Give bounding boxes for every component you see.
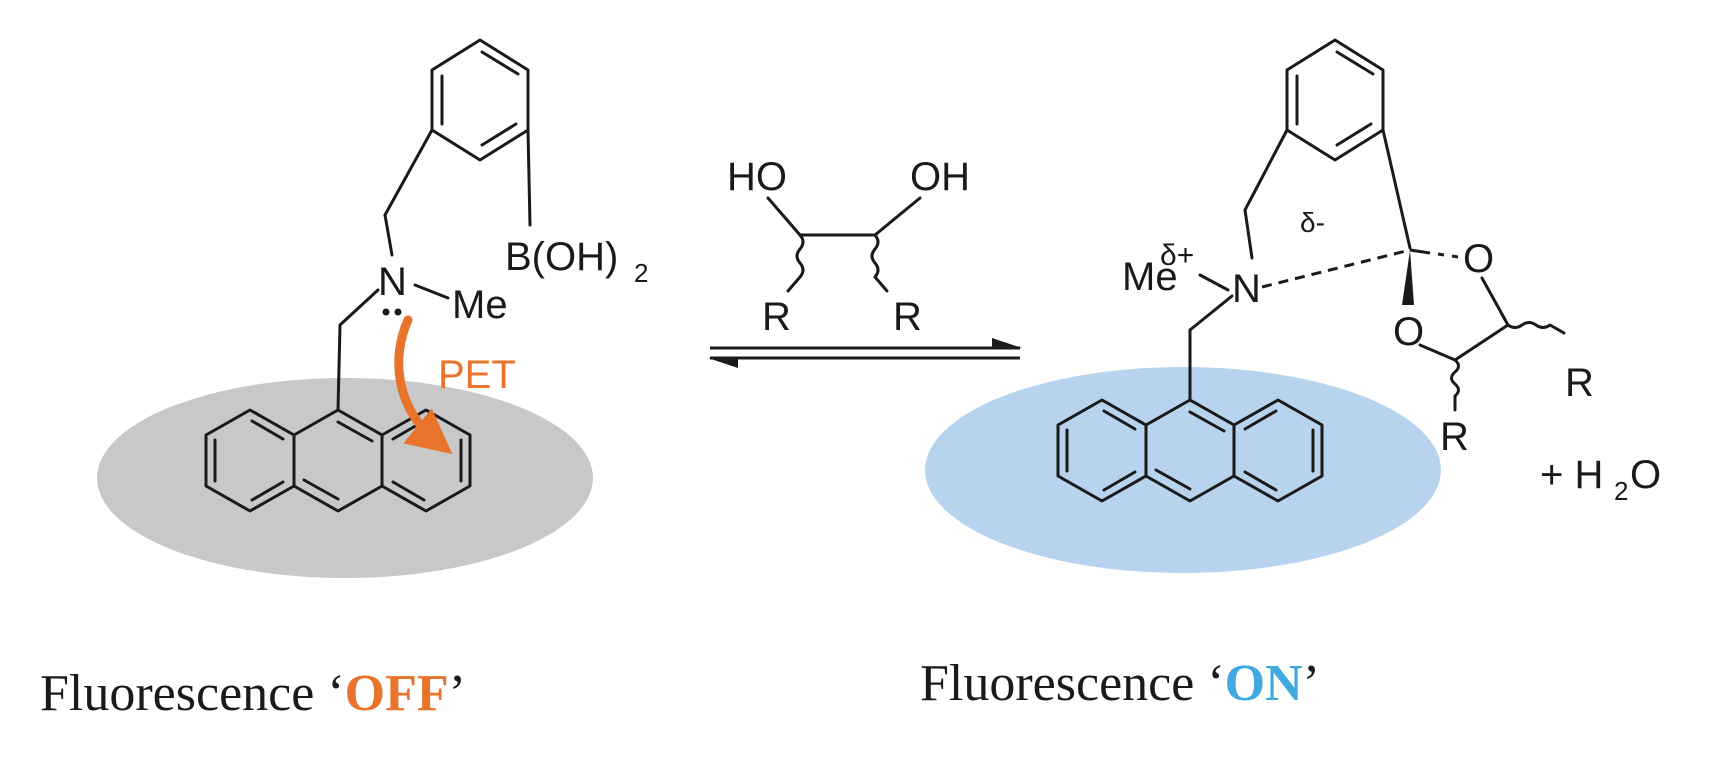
equilibrium-arrows [708, 338, 1022, 368]
reagent-wavy-bond [786, 233, 805, 293]
pet-arrow [394, 315, 453, 455]
reagent-wavy-bond [870, 233, 889, 293]
left-nitrogen: N [378, 260, 407, 304]
caption-on-suffix: ’ [1303, 655, 1320, 712]
right-benzene-ring [1285, 38, 1385, 162]
left-n-ch2-bond [338, 288, 380, 327]
reagent-bond [766, 196, 802, 237]
right-molecule: Me δ+ N δ- O O R R + H 2 O [925, 38, 1661, 573]
left-benzene-ring [430, 38, 530, 162]
caption-on-state: ON [1225, 655, 1303, 712]
left-molecule: B(OH) 2 N Me PET [97, 38, 648, 578]
left-ch2-anthracene-bond [336, 323, 342, 412]
reagent-hydroxyl-right: OH [910, 155, 970, 199]
water-prefix: + H [1540, 453, 1603, 497]
caption-on-prefix: Fluorescence ‘ [920, 655, 1225, 712]
left-benzyl-bond [383, 128, 434, 217]
right-delta-minus: δ- [1300, 207, 1325, 238]
right-wavy-bond [1450, 358, 1460, 412]
lone-pair-dot [394, 308, 402, 316]
reagent-r-right: R [893, 295, 922, 339]
left-c-b-bond [526, 128, 532, 227]
right-r-right: R [1565, 361, 1594, 405]
right-oxygen-bottom: O [1393, 310, 1424, 354]
right-delta-plus: δ+ [1160, 239, 1194, 272]
dioxaborolane-ring: O O [1393, 237, 1510, 362]
right-r-bottom: R [1440, 415, 1469, 459]
reagent-hydroxyl-left: HO [727, 155, 787, 199]
left-boron-group: B(OH) [505, 235, 618, 279]
left-benzyl-n-bond [383, 213, 394, 257]
on-fluorophore-highlight [925, 367, 1441, 573]
caption-off-prefix: Fluorescence ‘ [40, 665, 345, 722]
left-boron-subscript: 2 [634, 258, 648, 288]
right-anthracene [1056, 398, 1324, 503]
left-methyl: Me [452, 283, 508, 327]
right-benzyl-bond [1243, 128, 1289, 212]
off-fluorophore-highlight [97, 378, 593, 578]
lone-pair-dot [382, 308, 390, 316]
caption-off-state: OFF [345, 665, 449, 722]
right-c-b-bond [1381, 128, 1412, 250]
water-suffix: O [1630, 453, 1661, 497]
right-n-ch2-bond [1188, 294, 1234, 332]
caption-off: Fluorescence ‘OFF’ [40, 665, 466, 722]
right-benzyl-n-bond [1243, 208, 1254, 260]
right-me-n-bond [1198, 273, 1230, 292]
caption-on: Fluorescence ‘ON’ [920, 655, 1320, 712]
right-nitrogen: N [1232, 267, 1261, 311]
left-n-me-bond [413, 283, 450, 300]
reagent-r-left: R [762, 295, 791, 339]
right-methyl: Me [1122, 255, 1178, 299]
right-wavy-bond [1506, 321, 1566, 335]
reagent-bond [873, 196, 922, 237]
water-subscript: 2 [1614, 476, 1628, 506]
right-oxygen-top: O [1463, 237, 1494, 281]
pet-label: PET [438, 353, 516, 397]
n-b-dative-bond [1261, 248, 1411, 289]
caption-off-suffix: ’ [449, 665, 466, 722]
diol-reagent: HO OH R R [727, 155, 970, 339]
